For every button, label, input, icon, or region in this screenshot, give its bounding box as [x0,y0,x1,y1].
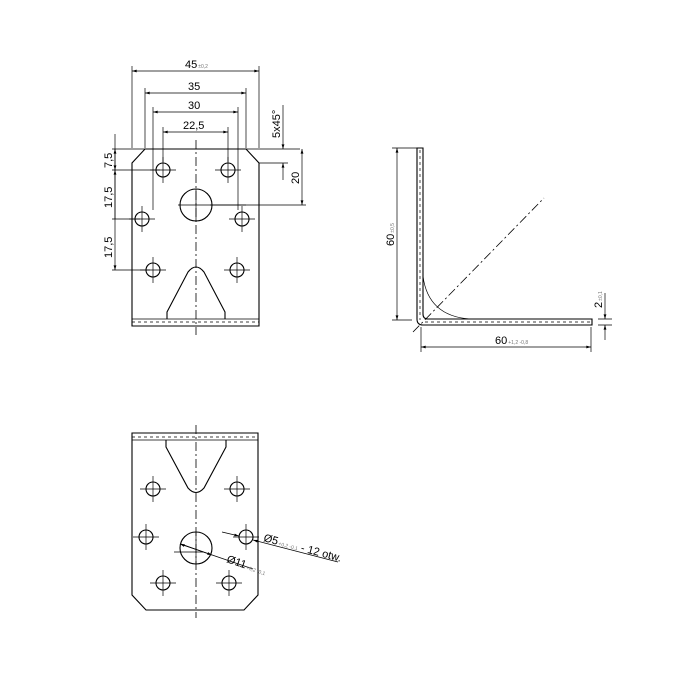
small-hole-label: Ø5+0,2 -0,1- 12 otw. [262,532,343,564]
plate-outline [131,148,260,327]
top-view: 45±0,2 35 30 22,5 7,5 17,5 17,5 20 5x45° [103,59,306,335]
big-hole-label: Ø11+0,2 -0,1 [225,553,268,578]
dim-35: 35 [188,81,200,93]
plate-outline [131,432,259,611]
dim-height: 60±0,5 [385,223,397,246]
angle-profile [416,147,593,326]
dim-thickness: 2±0,1 [593,291,605,308]
dim-chamfer: 5x45° [271,110,283,138]
holes [129,157,255,283]
dim-17-5-a: 17,5 [103,187,115,208]
dim-22-5: 22,5 [183,120,204,132]
dim-17-5-b: 17,5 [103,237,115,258]
dim-width: 45±0,2 [185,59,208,71]
dim-length: 60+1,2 -0,8 [495,335,528,347]
dim-20: 20 [290,172,302,184]
dim-7-5: 7,5 [103,153,115,168]
bottom-view: Ø11+0,2 -0,1 Ø5+0,2 -0,1- 12 otw. [131,425,343,618]
dim-30: 30 [188,100,200,112]
cutout [166,266,226,319]
cutout [165,440,227,494]
side-view: 60±0,5 60+1,2 -0,8 2±0,1 [385,147,612,352]
holes [133,476,259,596]
